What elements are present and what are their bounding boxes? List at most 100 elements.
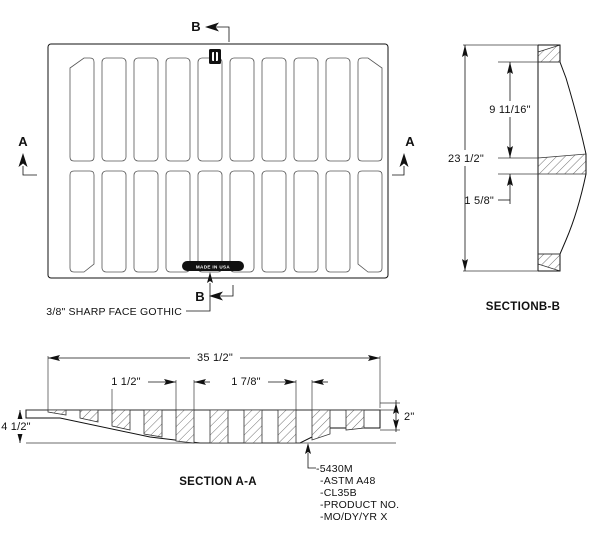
section-a-a-view: 35 1/2" 1 1/2" 1 7/8" [0,350,414,488]
arrow-up-icon [17,410,23,421]
section-mark-b-top-label: B [191,19,200,34]
aa-rib [111,409,131,431]
section-mark-b-top: B [191,19,230,42]
slot-top-6 [229,57,255,162]
arrow-up-icon [207,272,213,283]
arrow-up-icon [399,153,409,167]
section-mark-b-bottom-label: B [195,289,204,304]
arrow-up-icon [507,174,513,186]
slot-bottom-5 [197,170,223,273]
section-leader-line [22,166,37,176]
slot-bottom-10 [357,170,383,273]
aa-rib [345,409,365,431]
slot-top-1 [69,57,95,162]
slot-top-2 [101,57,127,162]
made-in-usa-label: MADE IN USA [196,264,231,269]
slot-bottom-7 [261,170,287,273]
aa-dim-overall-width: 35 1/2" [48,350,380,365]
arrow-up-icon [305,443,311,454]
arrow-up-icon [18,153,28,167]
aa-rib [47,409,67,416]
slot-bottom-9 [325,170,351,273]
aa-rib [311,409,331,441]
arrow-up-icon [507,62,513,74]
aa-dim-edge-thickness: 2" [380,400,414,432]
aa-dim-gap-right [312,379,328,385]
note-line-4: -PRODUCT NO. [320,499,399,511]
bb-dim-overall: 23 1/2" [445,45,487,271]
section-leader-line [219,285,234,297]
section-bb-title: SECTIONB-B [486,301,561,313]
arrow-right-icon [164,379,176,385]
aa-ribs-left [47,409,195,444]
slot-bottom-6 [229,170,255,273]
slot-top-8 [293,57,319,162]
bb-top-flange [537,44,561,63]
aa-rib [243,409,263,444]
slot-bottom-1 [69,170,95,273]
aa-dim-depth: 4 1/2" [0,410,34,443]
arrow-left-icon [312,379,324,385]
bb-mid-web [537,153,587,175]
note-line-3: -CL35B [320,487,357,499]
arrow-up-icon [462,45,468,57]
gothic-callout: 3/8" SHARP FACE GOTHIC [46,272,213,318]
arrow-down-icon [393,419,399,430]
slot-top-10 [357,57,383,162]
arrow-down-icon [17,432,23,443]
note-line-5: -MO/DY/YR X [320,511,388,523]
bb-dim-upper: 9 11/16" [484,62,536,158]
slot-row-top [69,57,383,162]
aa-overall-width-label: 35 1/2" [197,352,233,364]
bb-dim-lower: 1 5/8" [464,174,513,207]
slot-bottom-3 [133,170,159,273]
notes-leader-line [307,453,316,469]
aa-spacing-right-label: 1 7/8" [231,376,261,388]
made-in-usa-badge: MADE IN USA [182,261,244,271]
slot-bottom-2 [101,170,127,273]
notes-block: -5430M -ASTM A48 -CL35B -PRODUCT NO. -MO… [305,443,399,523]
slot-top-3 [133,57,159,162]
bb-profile-outline [538,44,587,272]
arrow-left-icon [194,379,206,385]
arrow-down-icon [462,259,468,271]
aa-rib [209,409,229,444]
slot-top-7 [261,57,287,162]
aa-rib [277,409,297,444]
section-leader-line [392,166,405,176]
aa-dim-gap [194,379,210,385]
bb-bottom-flange [537,253,561,272]
section-b-b-view: 23 1/2" 9 11/16" 1 5/8" SECTIONB-B [445,44,587,313]
section-mark-a-left: A [18,134,37,176]
slot-row-bottom [69,170,383,273]
aa-spacing-left-label: 1 1/2" [111,376,141,388]
section-mark-a-left-label: A [18,134,28,149]
aa-rib [143,409,163,438]
callout-leader-line [186,283,211,312]
aa-edge-thickness-label: 2" [404,411,414,423]
aa-dim-spacing-right: 1 7/8" [224,374,296,389]
aa-depth-label: 4 1/2" [1,421,31,433]
slot-bottom-4 [165,170,191,273]
arrow-right-icon [368,355,380,361]
plan-view: MADE IN USA A A B B [18,19,415,318]
slot-top-5 [197,57,223,162]
aa-dim-spacing-left: 1 1/2" [104,374,176,389]
section-mark-b-bottom: B [195,285,234,304]
aa-ribs-right [209,409,365,444]
section-leader-line [215,26,230,42]
aa-rib [79,409,99,423]
arrow-right-icon [284,379,296,385]
pickhole-marker-icon [209,49,221,64]
section-mark-a-right: A [392,134,415,176]
bb-overall-height-label: 23 1/2" [448,153,484,165]
gothic-callout-label: 3/8" SHARP FACE GOTHIC [46,306,182,318]
slot-top-4 [165,57,191,162]
note-line-2: -ASTM A48 [320,475,375,487]
bb-upper-label: 9 11/16" [489,104,530,116]
section-aa-title: SECTION A-A [179,476,257,488]
aa-rib [175,409,195,444]
arrow-down-icon [507,146,513,158]
arrow-left-icon [48,355,60,361]
